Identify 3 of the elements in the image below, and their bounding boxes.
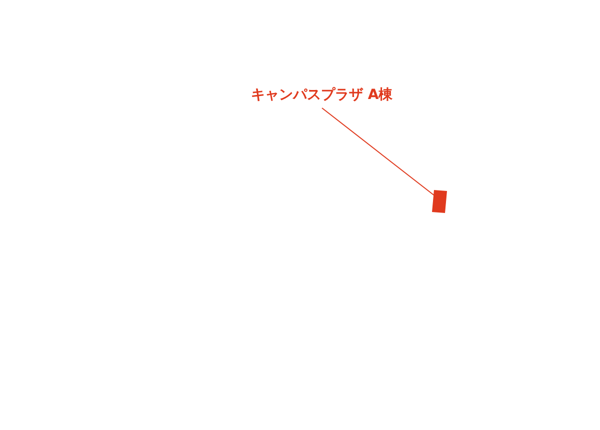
callout-label: キャンパスプラザ A棟 bbox=[251, 86, 393, 104]
building-marker bbox=[432, 190, 447, 213]
leader-line bbox=[322, 108, 436, 196]
